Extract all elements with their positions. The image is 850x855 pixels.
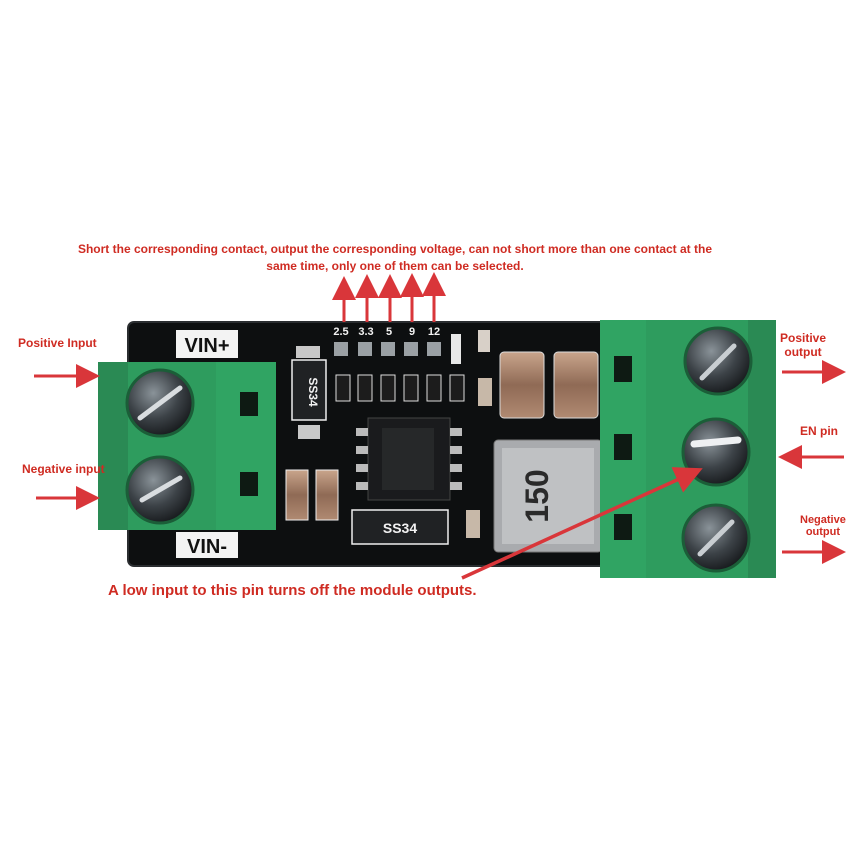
negative-input-label: Negative input <box>22 462 105 476</box>
vin-plus-label: VIN+ <box>184 335 229 357</box>
positive-output-line1: Positive <box>780 331 827 345</box>
diode-top: SS34 <box>291 346 327 439</box>
negative-output-line2: output <box>805 526 841 538</box>
positive-input-label: Positive Input <box>18 336 97 350</box>
voltage-select-note-line1: Short the corresponding contact, output … <box>77 242 713 256</box>
voltage-select-note: Short the corresponding contact, output … <box>60 241 730 275</box>
inductor-label: 150 <box>519 469 555 522</box>
screw-en-pin <box>681 417 751 487</box>
resistor-row <box>335 374 492 406</box>
negative-output-label: Negative output <box>800 514 846 538</box>
arrow-low-input <box>461 467 703 580</box>
diode-top-label: SS34 <box>306 377 320 407</box>
positive-output-label: Positive output <box>780 331 826 359</box>
controller-ic <box>356 417 462 501</box>
input-capacitors <box>285 469 480 538</box>
voltage-option-2-5: 2.5 <box>333 326 348 338</box>
voltage-select-pads <box>334 330 490 364</box>
positive-output-line2: output <box>784 345 822 359</box>
output-terminal-block <box>600 320 776 578</box>
voltage-option-5: 5 <box>386 326 392 338</box>
input-terminal-block <box>98 362 276 530</box>
voltage-select-note-line2: same time, only one of them can be selec… <box>266 259 524 273</box>
vin-plus-label-box <box>176 330 238 358</box>
annotation-arrows <box>34 272 846 580</box>
low-input-note: A low input to this pin turns off the mo… <box>108 582 477 599</box>
en-pin-label: EN pin <box>800 424 838 438</box>
diode-bottom: SS34 <box>351 509 449 545</box>
negative-output-line1: Negative <box>800 514 846 526</box>
voltage-option-9: 9 <box>409 326 415 338</box>
voltage-option-3-3: 3.3 <box>358 326 373 338</box>
voltage-option-12: 12 <box>428 326 440 338</box>
vin-minus-label: VIN- <box>187 536 227 558</box>
diode-bottom-label: SS34 <box>383 520 417 536</box>
output-capacitors <box>499 351 599 419</box>
vin-minus-label-box <box>176 532 238 558</box>
power-inductor: 150 <box>493 439 603 553</box>
